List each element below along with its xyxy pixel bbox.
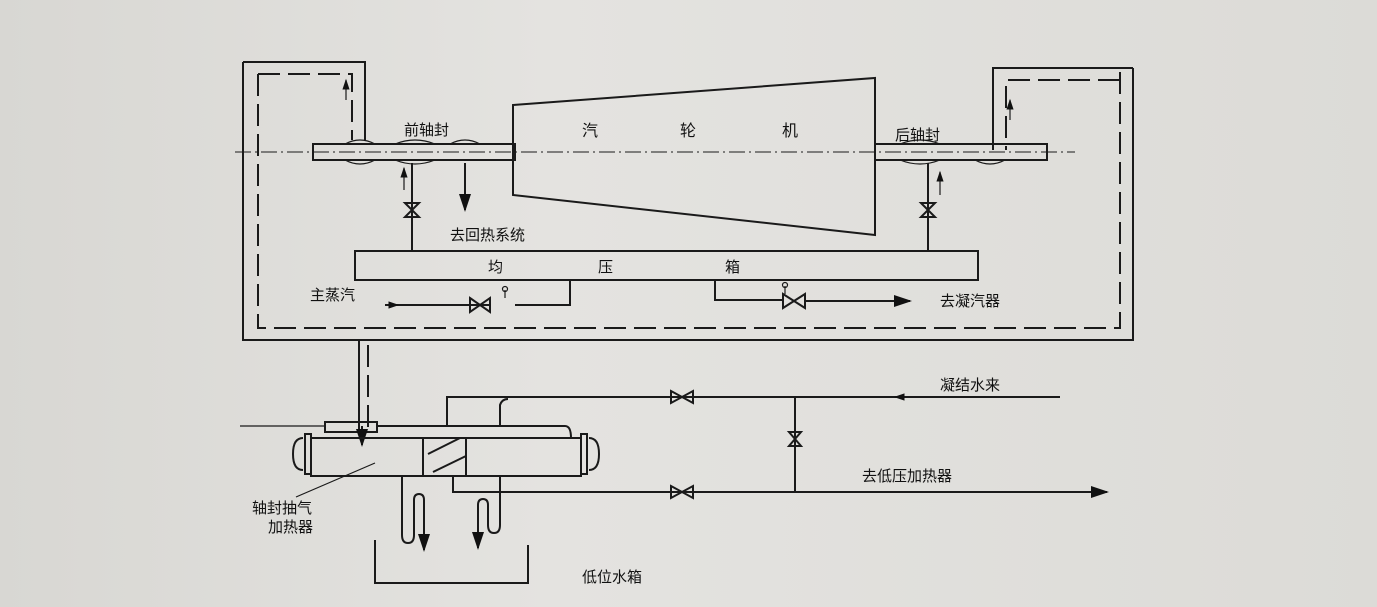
- to-lp-heater-label: 去低压加热器: [862, 467, 952, 485]
- turbine-shaft: [235, 139, 1075, 165]
- turbine-label-3: 机: [782, 121, 798, 140]
- valve-icon: [670, 484, 694, 500]
- seal-pipes: [400, 163, 944, 250]
- seal-heater-label-2: 加热器: [268, 518, 313, 536]
- condensate-lines: [670, 389, 1109, 500]
- seal-heater: [240, 396, 795, 552]
- valve-icon: [469, 296, 491, 314]
- equalizer-label-3: 箱: [725, 258, 740, 276]
- valve-icon: [670, 389, 694, 405]
- condensate-in-label: 凝结水来: [940, 376, 1000, 394]
- rear-seal-label: 后轴封: [895, 126, 940, 144]
- valve-icon: [918, 202, 938, 218]
- to-regenerative-label: 去回热系统: [450, 226, 525, 244]
- equalizer-label-2: 压: [598, 258, 613, 276]
- seal-heater-label-1: 轴封抽气: [252, 499, 312, 517]
- turbine-body: [512, 76, 876, 237]
- low-water-tank: [374, 540, 529, 584]
- equalizer-box: [354, 250, 979, 281]
- valve-icon: [786, 431, 804, 447]
- turbine-label-1: 汽: [582, 121, 598, 140]
- main-steam-line: [385, 280, 571, 314]
- valve-icon: [402, 202, 422, 218]
- turbine-label-2: 轮: [680, 121, 696, 140]
- low-tank-label: 低位水箱: [582, 568, 642, 586]
- condenser-line: [714, 280, 912, 310]
- front-seal-label: 前轴封: [404, 121, 449, 139]
- valve-icon: [782, 292, 806, 310]
- main-steam-label: 主蒸汽: [310, 286, 355, 304]
- dashed-loop-pipe: [242, 61, 1134, 430]
- to-condenser-label: 去凝汽器: [940, 292, 1000, 310]
- equalizer-label-1: 均: [488, 258, 503, 276]
